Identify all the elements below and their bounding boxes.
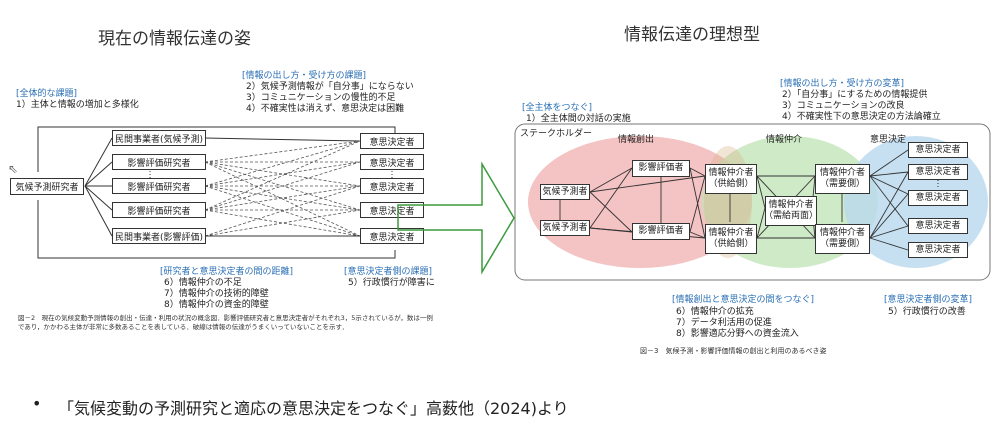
right-cat-connect: [情報創出と意思決定の間をつなぐ] <box>672 295 815 305</box>
left-node-impact-3: 影響評価研究者 <box>112 202 206 218</box>
right-cat-connect-item-3: 8）影響適応分野への資金流入 <box>676 329 799 339</box>
left-node-dm-4: 意思決定者 <box>360 202 424 218</box>
footer-source-text: 「気候変動の予測研究と適応の意思決定をつなぐ」高薮他（2024)より <box>58 399 569 418</box>
left-cat-between-item-2: 7）情報仲介の技術的障壁 <box>164 289 269 299</box>
left-node-private-top: 民間事業者(気候予測) <box>112 130 206 146</box>
left-cat-between: [研究者と意思決定者の間の距離] <box>160 267 294 277</box>
right-cat-dm: [意思決定者側の変革] <box>884 295 973 305</box>
left-node-impact-2: 影響評価研究者 <box>112 178 206 194</box>
right-title: 情報伝達の理想型 <box>624 25 760 45</box>
right-stakeholder-label: ステークホルダー <box>520 129 593 139</box>
right-node-mediator-demand-2: 情報仲介者 （需要側） <box>815 224 870 254</box>
right-cat-whole-item: 1）全主体間の対話の実施 <box>526 114 631 124</box>
right-cat-connect-item-2: 7）データ利活用の促進 <box>676 318 772 328</box>
left-node-dm-2: 意思決定者 <box>360 154 424 170</box>
right-node-forecaster-1: 気候予測者 <box>540 184 590 200</box>
right-cat-output: [情報の出し方・受け方の変革] <box>780 79 905 89</box>
right-caption: 図－3 気候予測・影響評価情報の創出と利用のあるべき姿 <box>640 347 827 355</box>
left-cat-output-item-1: 2）気候予測情報が「自分事」にならない <box>246 82 414 92</box>
right-section-decide: 意思決定 <box>870 135 907 145</box>
right-node-forecaster-2: 気候予測者 <box>540 220 590 236</box>
left-cat-between-item-1: 6）情報仲介の不足 <box>164 278 242 288</box>
left-node-impact-1: 影響評価研究者 <box>112 154 206 170</box>
right-node-dm-2: 意思決定者 <box>908 164 968 180</box>
right-node-dm-3: 意思決定者 <box>908 190 968 206</box>
left-caption: 図－2 現在の気候変動予測情報の創出・伝達・利用の状況の概念図．影響評価研究者と… <box>18 314 433 331</box>
left-cat-output: [情報の出し方・受け方の課題] <box>242 71 367 81</box>
right-cat-output-item-1: 2）「自分事」にするための情報提供 <box>782 90 928 100</box>
right-node-mediator-both: 情報仲介者 （需給両面） <box>764 196 818 226</box>
left-node-private-bottom: 民間事業者(影響評価) <box>112 228 206 244</box>
left-cat-output-item-2: 3）コミュニケーションの慢性的不足 <box>246 93 396 103</box>
right-section-create: 情報創出 <box>618 135 655 145</box>
right-node-mediator-supply-2: 情報仲介者 （供給側） <box>705 224 757 254</box>
right-cat-whole: [全主体をつなぐ] <box>522 103 593 113</box>
right-node-impact-2: 影響評価者 <box>632 223 690 240</box>
right-node-dm-5: 意思決定者 <box>908 242 968 258</box>
left-node-dm-5: 意思決定者 <box>360 228 424 244</box>
right-cat-output-item-2: 3）コミュニケーションの改良 <box>782 101 905 111</box>
right-node-mediator-demand-1: 情報仲介者 （需要側） <box>815 164 870 194</box>
right-node-dm-1: 意思決定者 <box>908 142 968 158</box>
left-node-dm-1: 意思決定者 <box>360 133 424 149</box>
left-node-dm-3: 意思決定者 <box>360 178 424 194</box>
left-title: 現在の情報伝達の姿 <box>98 29 251 49</box>
cursor-icon: ⇖ <box>8 162 19 176</box>
left-cat-overall-item: 1）主体と情報の増加と多様化 <box>16 100 139 110</box>
right-cat-dm-item: 5）行政慣行の改善 <box>888 307 966 317</box>
right-section-mediate: 情報仲介 <box>766 135 803 145</box>
left-cat-between-item-3: 8）情報仲介の資金的障壁 <box>164 300 269 310</box>
right-cat-output-item-3: 4）不確実性下の意思決定の方法論確立 <box>782 112 941 122</box>
right-node-mediator-supply-1: 情報仲介者 （供給側） <box>705 164 757 194</box>
left-cat-overall: [全体的な課題] <box>16 89 78 99</box>
right-node-dm-4: 意思決定者 <box>908 218 968 234</box>
left-node-forecaster: 気候予測研究者 <box>10 178 84 195</box>
footer-bullet-dot: • <box>32 394 42 413</box>
left-cat-dm: [意思決定者側の課題] <box>344 267 433 277</box>
right-cat-connect-item-1: 6）情報仲介の拡充 <box>676 307 754 317</box>
right-node-impact-1: 影響評価者 <box>632 160 690 177</box>
left-cat-output-item-3: 4）不確実性は消えず、意思決定は困難 <box>246 104 405 114</box>
left-cat-dm-item: 5）行政慣行が障害に <box>348 278 435 288</box>
